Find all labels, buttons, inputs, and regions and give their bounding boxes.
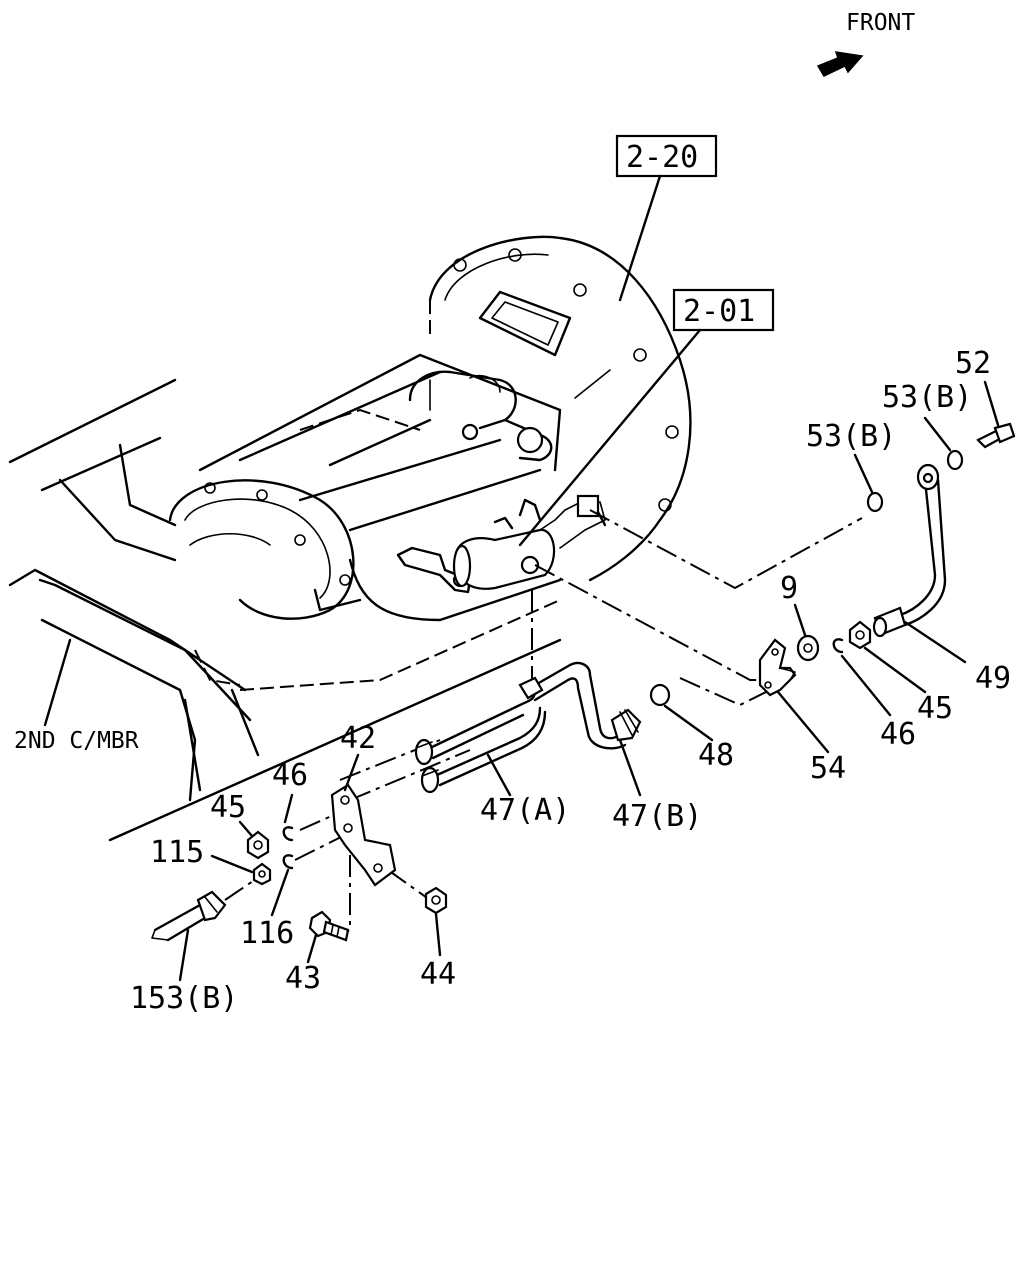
leader-crossmember [43, 638, 72, 727]
transmission-assembly [168, 235, 692, 622]
label-42: 42 [340, 721, 376, 756]
front-label: FRONT [846, 10, 915, 36]
pipe-47a[interactable] [414, 676, 547, 794]
clip-116[interactable] [282, 854, 294, 870]
ref-box-2-01[interactable] [672, 288, 775, 332]
label-45-left: 45 [210, 790, 246, 825]
ref-2-20-label: 2-20 [626, 140, 698, 175]
label-52: 52 [955, 346, 991, 381]
leader-45-right [863, 646, 927, 694]
nut-44[interactable] [424, 886, 448, 915]
pipe-47b[interactable] [528, 661, 642, 750]
hose-49[interactable] [872, 463, 947, 638]
oring-48[interactable] [649, 683, 671, 707]
label-47b: 47(B) [612, 799, 702, 834]
label-46-right: 46 [880, 717, 916, 752]
label-116: 116 [240, 916, 294, 951]
leader-45-left [238, 820, 254, 838]
leader-54 [776, 690, 830, 754]
bolt-52[interactable] [976, 422, 1016, 449]
label-115: 115 [150, 835, 204, 870]
leader-52 [983, 380, 1000, 427]
washer-53b-upper[interactable] [946, 449, 964, 471]
bracket-42[interactable] [330, 783, 397, 887]
label-44: 44 [420, 957, 456, 992]
bolt-43[interactable] [308, 910, 350, 942]
bushing-9[interactable] [796, 634, 820, 662]
leader-49 [903, 620, 967, 664]
label-46-left: 46 [272, 758, 308, 793]
nut-45-left[interactable] [246, 830, 270, 860]
vehicle-frame [8, 378, 562, 842]
leader-42 [343, 753, 360, 792]
ref-box-2-20[interactable] [615, 134, 718, 178]
leader-9 [793, 603, 807, 637]
leader-2-20 [618, 174, 662, 302]
label-48: 48 [698, 738, 734, 773]
clip-46-left[interactable] [282, 826, 294, 842]
label-153b: 153(B) [130, 981, 238, 1016]
leader-48 [663, 704, 714, 742]
label-49: 49 [975, 661, 1011, 696]
label-53b-upper: 53(B) [882, 380, 972, 415]
front-arrow-icon [816, 51, 864, 77]
nut-115[interactable] [252, 862, 272, 886]
leader-115 [210, 854, 254, 874]
leader-47a [486, 753, 512, 797]
label-47a: 47(A) [480, 793, 570, 828]
bracket-54[interactable] [758, 638, 797, 697]
leader-43 [306, 933, 318, 964]
label-45-right: 45 [917, 691, 953, 726]
leader-44 [434, 912, 442, 957]
leader-53b-lower [853, 453, 874, 494]
leader-116 [270, 868, 290, 917]
nut-45-right[interactable] [848, 620, 872, 650]
leader-153b [178, 928, 190, 982]
washer-53b-lower[interactable] [866, 491, 884, 513]
leader-53b-upper [923, 416, 952, 452]
leader-46-left [283, 793, 294, 824]
second-crossmember-label: 2ND C/MBR [14, 728, 139, 754]
hose-153b[interactable] [151, 890, 227, 942]
leader-46-right [840, 654, 892, 717]
label-53b-lower: 53(B) [806, 419, 896, 454]
label-43: 43 [285, 961, 321, 996]
clip-46-right[interactable] [832, 638, 844, 654]
leader-2-01 [518, 328, 702, 547]
leader-47b [618, 738, 642, 797]
ref-2-01-label: 2-01 [683, 294, 755, 329]
label-54: 54 [810, 751, 846, 786]
label-9: 9 [780, 571, 798, 606]
slave-cylinder [452, 494, 607, 590]
